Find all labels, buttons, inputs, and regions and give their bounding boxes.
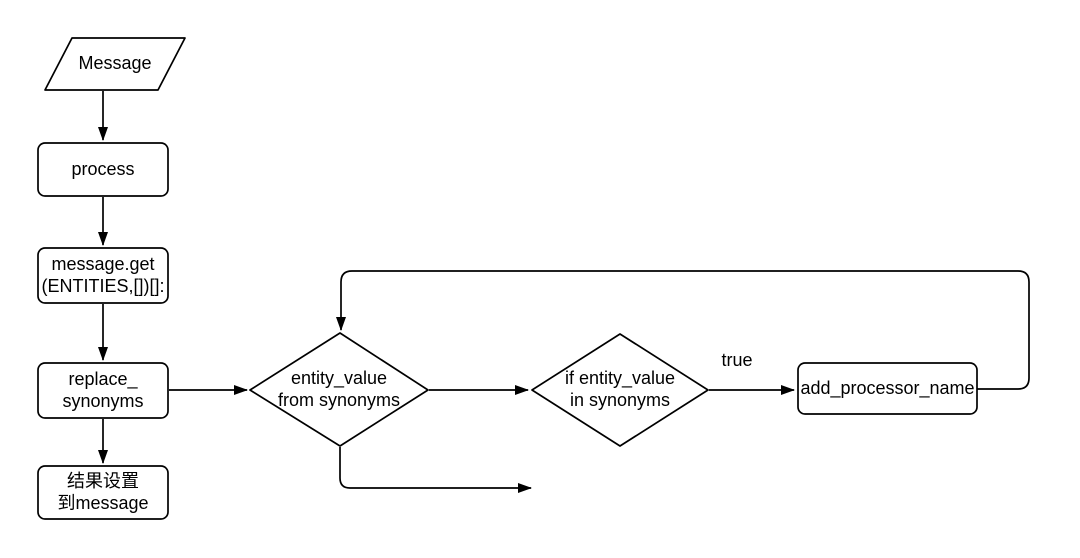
replace-synonyms-node-shape bbox=[37, 362, 169, 419]
process-node-shape bbox=[37, 142, 169, 197]
add-processor-name-node-shape bbox=[797, 362, 978, 415]
message-node-shape bbox=[44, 37, 186, 91]
message-get-node-shape bbox=[37, 247, 169, 304]
if-entity-value-in-synonyms-diamond-shape bbox=[531, 333, 709, 447]
result-to-message-node-shape bbox=[37, 465, 169, 520]
edge-entity-value-diamond-bottom-exit bbox=[339, 447, 532, 493]
entity-value-from-synonyms-diamond-shape bbox=[249, 332, 429, 447]
edge-add-processor-name-loop-back bbox=[336, 270, 1030, 390]
